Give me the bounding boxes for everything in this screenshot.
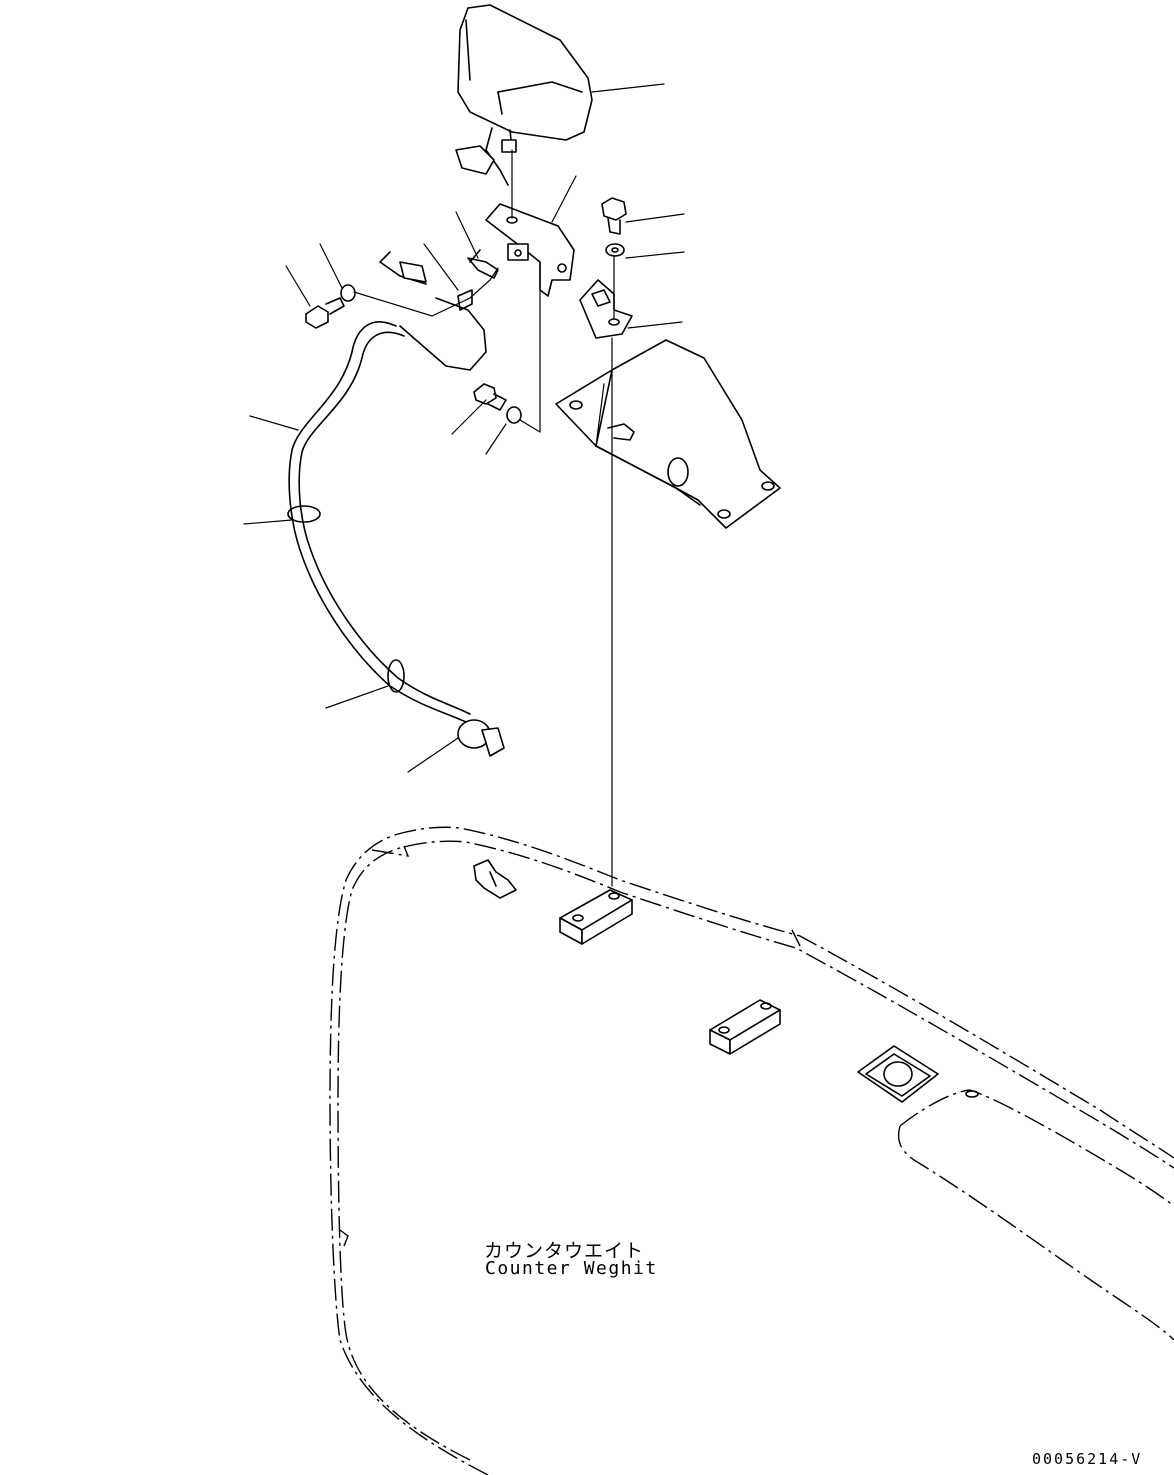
counterweight-label-en: Counter Weghit [485, 1258, 658, 1279]
clamp [457, 719, 505, 757]
mount-pad [559, 889, 633, 945]
assembly-lines [353, 149, 615, 887]
mount-pad [709, 999, 781, 1055]
lamp-base [555, 339, 781, 529]
clamp [287, 505, 321, 523]
wiring-harness [288, 321, 471, 723]
clamp [387, 659, 405, 693]
bolt [601, 197, 627, 235]
work-lamp [455, 4, 593, 186]
counterweight-label-jp: カウンタウエイト [484, 1240, 645, 1262]
lamp-bracket [485, 203, 575, 297]
drawing-number: 00056214-V [1032, 1450, 1143, 1468]
washer [605, 243, 625, 257]
bolt [305, 297, 345, 329]
washer-hole [611, 247, 619, 253]
mount-pad [857, 1045, 939, 1103]
washer [506, 406, 522, 424]
washer [340, 284, 356, 302]
bolt [473, 383, 507, 411]
clip [473, 859, 517, 899]
clip [467, 249, 499, 279]
mount-bracket [579, 279, 633, 339]
wiring-harness [379, 251, 487, 371]
leader-lines [243, 83, 685, 773]
counterweight [329, 826, 1174, 1475]
